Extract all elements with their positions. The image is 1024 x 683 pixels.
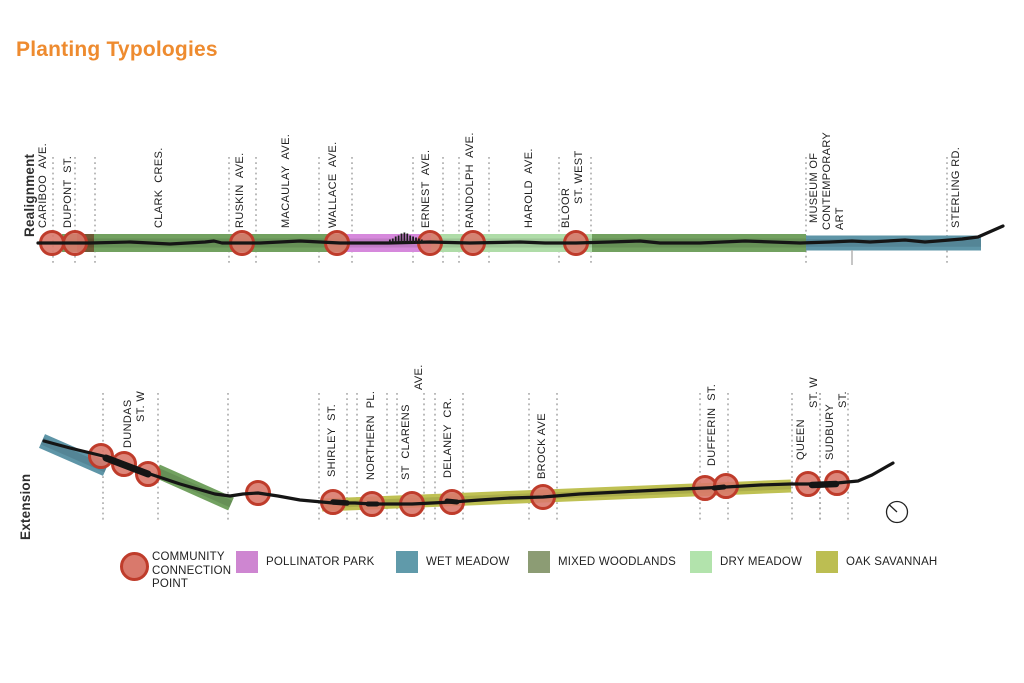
street-label-line: BROCK AVE xyxy=(536,413,548,479)
street-label-wallace-ave: WALLACE AVE. xyxy=(327,142,340,228)
skyline-bar-icon xyxy=(412,236,414,243)
street-label-line: WALLACE AVE. xyxy=(327,141,339,228)
rail-route-line xyxy=(42,439,895,506)
street-label-line: SUDBURY xyxy=(824,403,836,460)
street-label-northern-pl: NORTHERN PL. xyxy=(365,391,378,480)
legend-label-pollinator-park: POLLINATOR PARK xyxy=(266,556,375,568)
street-label-randolph-ave: RANDOLPH AVE. xyxy=(464,132,477,228)
legend-swatch-mixed-woodlands xyxy=(528,551,550,573)
street-label-st-clarens-ave: ST CLARENS AVE. xyxy=(400,364,426,480)
street-label-line: ST. W xyxy=(135,390,147,422)
street-label-delaney-cr: DELANEY CR. xyxy=(442,398,455,478)
page-title: Planting Typologies xyxy=(16,38,218,61)
legend-swatch-dry-meadow xyxy=(690,551,712,573)
rail-route-thick-segment xyxy=(102,454,152,478)
street-label-ruskin-ave: RUSKIN AVE. xyxy=(234,152,247,228)
street-label-line: DELANEY CR. xyxy=(442,397,454,478)
street-label-line: ART xyxy=(834,207,846,230)
street-label-line: ERNEST AVE. xyxy=(420,149,432,228)
legend-label-mixed-woodlands: MIXED WOODLANDS xyxy=(558,556,677,568)
street-label-cariboo-ave: CARIBOO AVE. xyxy=(37,143,50,228)
legend-swatch-wet-meadow xyxy=(396,551,418,573)
street-label-harold-ave: HAROLD AVE. xyxy=(523,148,536,228)
street-label-line: CLARK CRES. xyxy=(153,147,165,228)
street-label-line: CONTEMPORARY xyxy=(821,131,833,230)
skyline-bar-icon xyxy=(420,239,423,243)
street-label-macaulay-ave: MACAULAY AVE. xyxy=(280,134,293,228)
skyline-bar-icon xyxy=(403,232,406,243)
street-label-brock-ave: BROCK AVE xyxy=(536,413,549,479)
skyline-bar-icon xyxy=(397,235,400,243)
legend-label-dry-meadow: DRY MEADOW xyxy=(720,556,803,568)
skyline-bar-icon xyxy=(409,235,412,243)
street-label-line: CARIBOO AVE. xyxy=(37,142,49,228)
street-label-line: HAROLD AVE. xyxy=(523,148,535,228)
rail-route-thick-segment xyxy=(808,480,840,489)
street-label-line: ST. xyxy=(837,391,849,408)
street-label-line: DUNDAS xyxy=(122,399,134,448)
legend-label-oak-savannah: OAK SAVANNAH xyxy=(846,556,938,568)
street-label-line: DUPONT ST. xyxy=(62,155,74,228)
street-label-shirley-st: SHIRLEY ST. xyxy=(326,404,339,477)
skyline-bar-icon xyxy=(391,238,394,243)
skyline-bar-icon xyxy=(418,238,420,243)
skyline-bar-icon xyxy=(406,233,409,243)
legend-swatch-community-connection-point xyxy=(120,552,149,581)
skyline-bar-icon xyxy=(415,237,417,243)
street-label-line: ST. WEST xyxy=(573,150,585,204)
street-label-ernest-ave: ERNEST AVE. xyxy=(420,150,433,228)
street-label-line: DUFFERIN ST. xyxy=(706,383,718,466)
skyline-bar-icon xyxy=(394,236,397,243)
street-label-dufferin-st: DUFFERIN ST. xyxy=(706,384,719,466)
north-indicator-needle xyxy=(889,504,898,513)
legend-swatch-pollinator-park xyxy=(236,551,258,573)
street-label-line: MUSEUM OF xyxy=(808,152,820,223)
rail-route-thick-segment xyxy=(711,484,727,491)
skyline-bar-icon xyxy=(400,233,403,243)
street-label-dupont-st: DUPONT ST. xyxy=(62,156,75,228)
street-label-line: ST. W xyxy=(808,376,820,408)
legend-label-community-connection-point: COMMUNITY CONNECTION POINT xyxy=(152,551,232,590)
street-label-line: BLOOR xyxy=(560,187,572,228)
north-indicator-icon xyxy=(885,500,909,524)
street-label-line: AVE. xyxy=(413,364,425,390)
rail-route-line xyxy=(36,224,1005,246)
street-label-line: MACAULAY AVE. xyxy=(280,133,292,228)
street-label-line: QUEEN xyxy=(795,419,807,460)
street-label-line: SHIRLEY ST. xyxy=(326,403,338,477)
legend-label-wet-meadow: WET MEADOW xyxy=(426,556,510,568)
street-label-sterling-rd: STERLING RD. xyxy=(950,147,963,228)
street-label-line: RANDOLPH AVE. xyxy=(464,132,476,228)
street-label-line: STERLING RD. xyxy=(950,146,962,228)
legend-swatch-oak-savannah xyxy=(816,551,838,573)
rail-route-thick-segment xyxy=(444,498,460,505)
skyline-bar-icon xyxy=(389,239,391,243)
street-label-clark-cres: CLARK CRES. xyxy=(153,147,166,228)
rail-route-thick-segment xyxy=(330,499,350,506)
street-label-line: RUSKIN AVE. xyxy=(234,152,246,228)
street-label-line: ST CLARENS xyxy=(400,404,412,480)
street-label-line: NORTHERN PL. xyxy=(365,390,377,480)
